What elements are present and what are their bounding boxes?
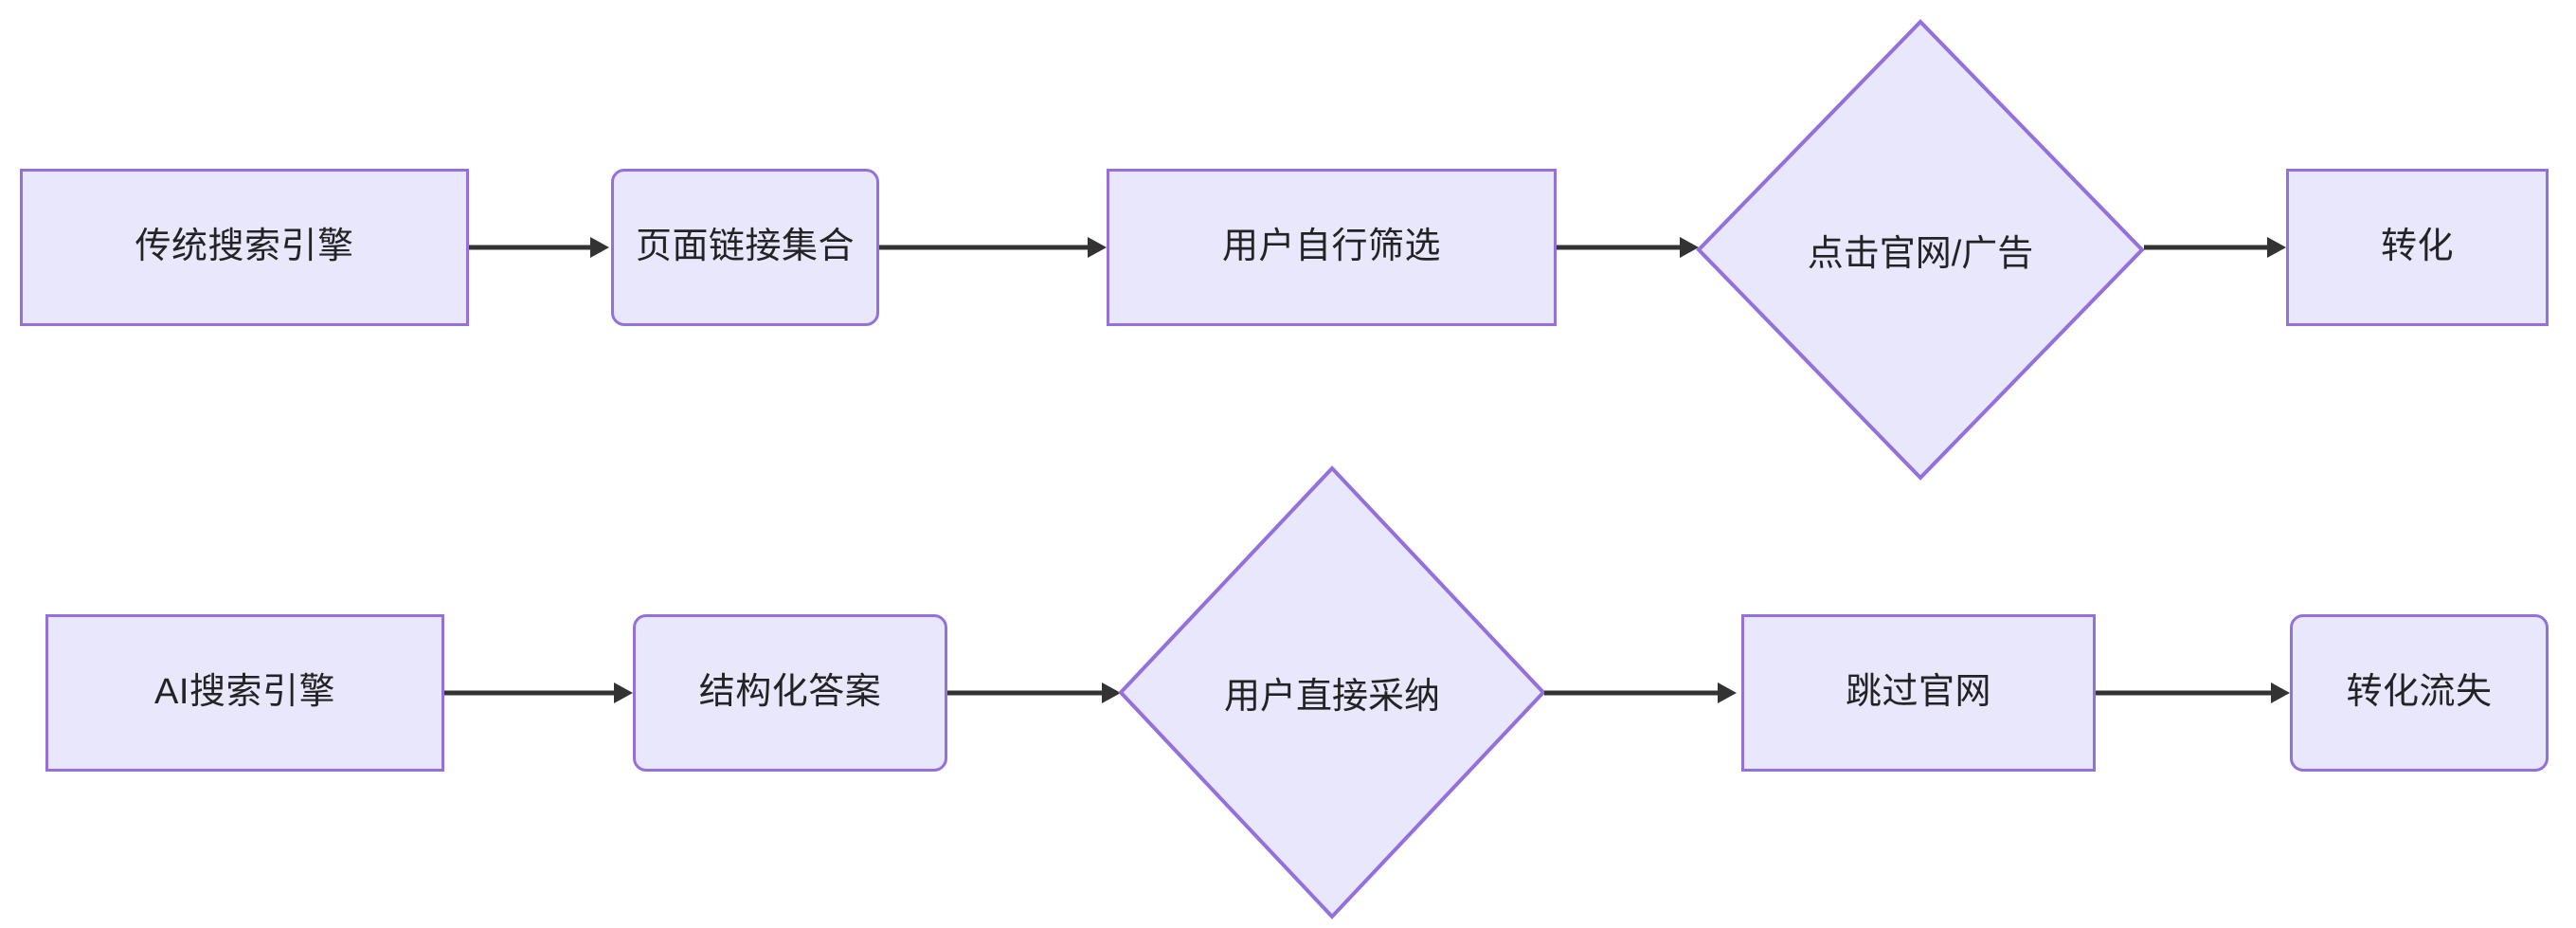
node-label: 跳过官网 [1845, 672, 1991, 713]
edge-n2-to-n3 [879, 233, 1107, 262]
edge-n4-to-n5 [2144, 233, 2286, 262]
node-click-official-site-or-ad[interactable]: 点击官网/广告 [1696, 19, 2145, 481]
node-conversion-loss[interactable]: 转化流失 [2290, 614, 2549, 772]
edge-m3-to-m4 [1544, 679, 1737, 707]
diamond-shape [1696, 19, 2145, 481]
node-skip-official-site[interactable]: 跳过官网 [1741, 614, 2096, 772]
node-label: 结构化答案 [698, 672, 882, 713]
node-user-self-filter[interactable]: 用户自行筛选 [1107, 169, 1557, 326]
node-label: AI搜索引擎 [154, 672, 335, 713]
node-label: 页面链接集合 [635, 227, 855, 267]
node-structured-answer[interactable]: 结构化答案 [633, 614, 947, 772]
node-label: 传统搜索引擎 [135, 227, 354, 267]
node-label: 点击官网/广告 [1807, 234, 2034, 274]
node-user-directly-adopts[interactable]: 用户直接采纳 [1118, 465, 1546, 919]
edge-m4-to-m5 [2096, 679, 2290, 707]
edge-n3-to-n4 [1557, 233, 1699, 262]
node-ai-search-engine[interactable]: AI搜索引擎 [45, 614, 444, 772]
edge-m2-to-m3 [947, 679, 1121, 707]
node-label: 用户自行筛选 [1221, 227, 1441, 267]
diamond-shape [1118, 465, 1546, 919]
edge-m1-to-m2 [444, 679, 633, 707]
node-traditional-search-engine[interactable]: 传统搜索引擎 [20, 169, 469, 326]
edge-n1-to-n2 [469, 233, 609, 262]
node-label: 转化 [2380, 227, 2454, 267]
node-label: 转化流失 [2346, 672, 2493, 713]
node-conversion[interactable]: 转化 [2286, 169, 2549, 326]
node-label: 用户直接采纳 [1223, 677, 1440, 717]
node-page-link-collection[interactable]: 页面链接集合 [611, 169, 879, 326]
